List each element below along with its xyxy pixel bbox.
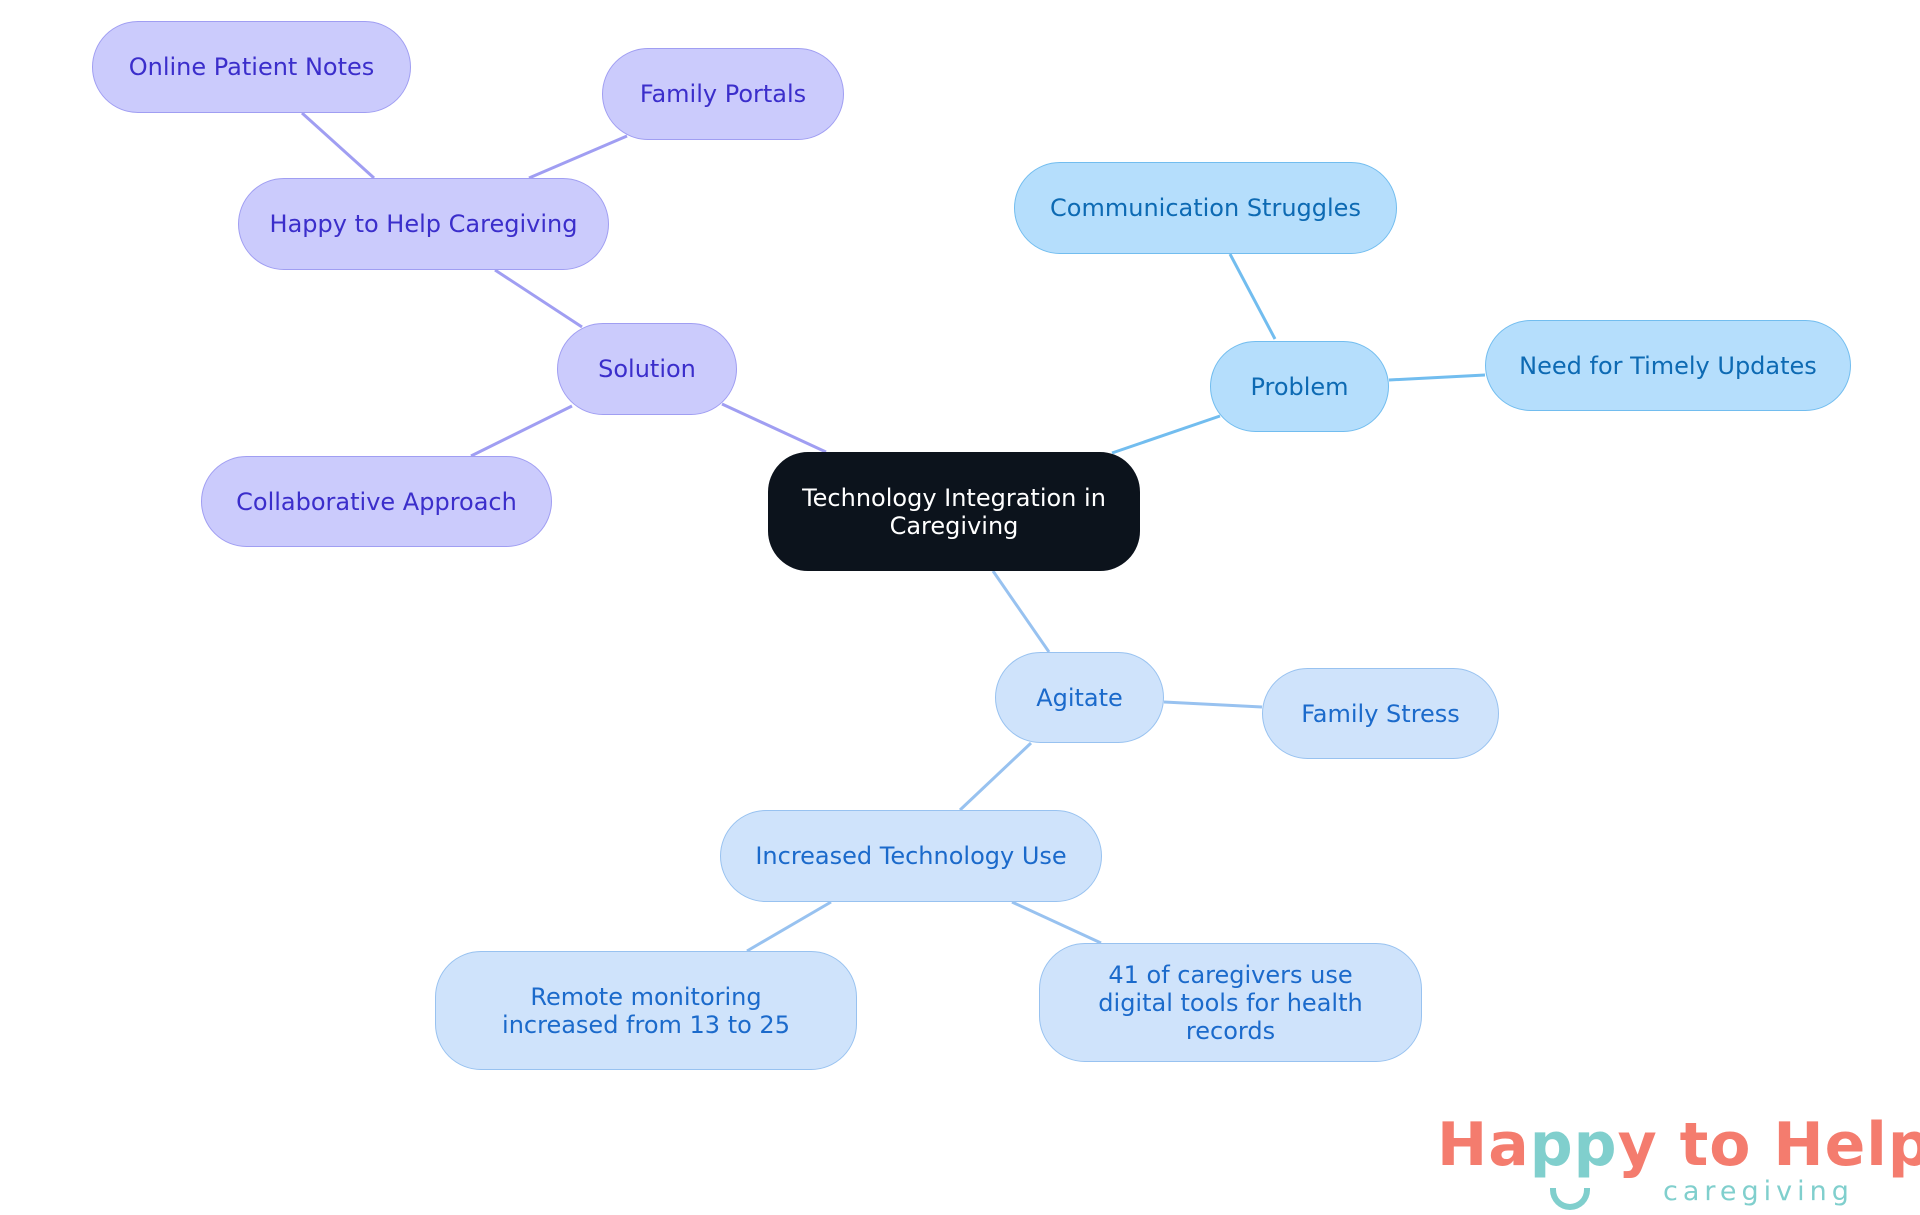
node-family-portals: Family Portals <box>602 48 844 140</box>
edge-happy-notes <box>300 111 376 180</box>
agitate-label: Agitate <box>1036 683 1123 712</box>
edge-happy-portals <box>528 134 628 180</box>
communication-label: Communication Struggles <box>1050 194 1361 222</box>
smile-icon <box>1550 1188 1590 1210</box>
happy-to-help-logo: Happy to Help caregiving <box>1437 1110 1920 1210</box>
node-family-stress: Family Stress <box>1262 668 1499 759</box>
notes-label: Online Patient Notes <box>128 53 375 81</box>
edge-agitate-tech <box>958 741 1033 812</box>
edge-tech-digital <box>1011 900 1102 945</box>
problem-label: Problem <box>1250 372 1349 401</box>
logo-part-a: Ha <box>1437 1110 1530 1180</box>
node-increased-technology-use: Increased Technology Use <box>720 810 1102 902</box>
edge-problem-updates <box>1388 373 1486 382</box>
edge-agitate-stress <box>1163 700 1263 709</box>
node-digital-tools: 41 of caregivers use digital tools for h… <box>1039 943 1422 1062</box>
root-label: Technology Integration in Caregiving <box>802 483 1106 540</box>
edge-root-agitate <box>991 570 1051 653</box>
node-happy-to-help: Happy to Help Caregiving <box>238 178 609 270</box>
node-solution: Solution <box>557 323 737 415</box>
edge-solution-collab <box>470 404 573 458</box>
node-timely-updates: Need for Timely Updates <box>1485 320 1851 411</box>
node-problem: Problem <box>1210 341 1389 432</box>
node-agitate: Agitate <box>995 652 1164 743</box>
edge-tech-remote <box>746 900 832 953</box>
happy-label: Happy to Help Caregiving <box>269 210 578 238</box>
logo-subtitle: caregiving <box>1663 1176 1854 1207</box>
stress-label: Family Stress <box>1301 699 1460 728</box>
edge-problem-communication <box>1228 253 1277 340</box>
node-online-patient-notes: Online Patient Notes <box>92 21 411 113</box>
edge-solution-happy <box>494 268 583 329</box>
collab-label: Collaborative Approach <box>236 487 517 516</box>
logo-part-b: pp <box>1529 1110 1618 1180</box>
digital-label: 41 of caregivers use digital tools for h… <box>1098 960 1363 1045</box>
edge-root-problem <box>1111 414 1221 455</box>
edge-root-solution <box>721 402 827 454</box>
node-collaborative-approach: Collaborative Approach <box>201 456 552 547</box>
portals-label: Family Portals <box>639 80 807 108</box>
node-remote-monitoring: Remote monitoring increased from 13 to 2… <box>435 951 857 1070</box>
tech-label: Increased Technology Use <box>755 842 1067 870</box>
node-communication-struggles: Communication Struggles <box>1014 162 1397 254</box>
logo-wordmark: Happy to Help <box>1437 1110 1920 1180</box>
root-node: Technology Integration in Caregiving <box>768 452 1140 571</box>
solution-label: Solution <box>598 355 696 383</box>
logo-part-c: y to Help <box>1617 1110 1920 1180</box>
updates-label: Need for Timely Updates <box>1519 351 1817 380</box>
remote-label: Remote monitoring increased from 13 to 2… <box>502 982 790 1039</box>
